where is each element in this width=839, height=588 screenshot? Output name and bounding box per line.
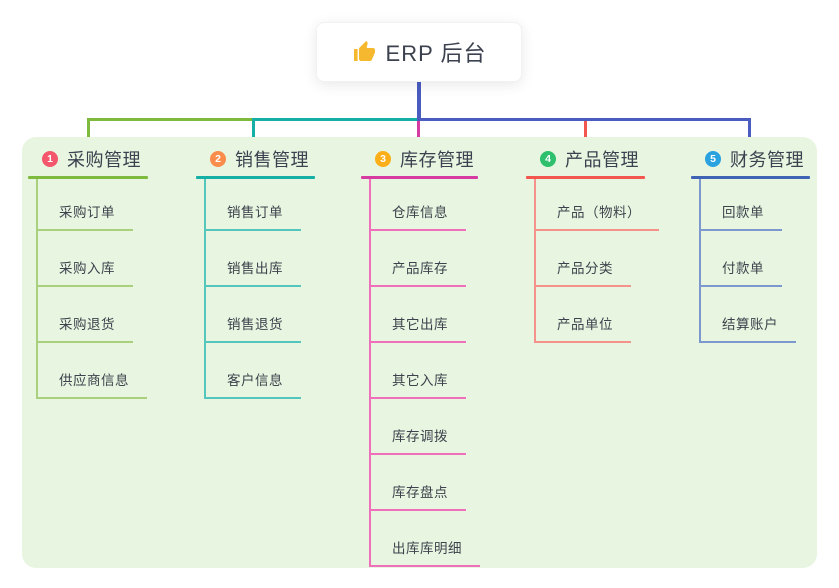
child-label: 销售订单: [227, 205, 283, 220]
branch-finance: 5 财务管理 回款单 付款单 结算账户: [691, 146, 810, 343]
child-label: 销售退货: [227, 317, 283, 332]
child-node[interactable]: 库存调拨: [371, 399, 466, 455]
child-label: 回款单: [722, 205, 764, 220]
branch-underline: [361, 176, 478, 179]
bus-segment-right: [417, 118, 751, 121]
child-node[interactable]: 其它出库: [371, 287, 466, 343]
branch-children: 回款单 付款单 结算账户: [699, 179, 796, 343]
branch-label: 销售管理: [235, 150, 309, 170]
child-label: 采购入库: [59, 261, 115, 276]
child-node[interactable]: 产品（物料）: [536, 179, 659, 231]
child-node[interactable]: 采购入库: [38, 231, 133, 287]
child-node[interactable]: 回款单: [701, 179, 782, 231]
branch-children: 采购订单 采购入库 采购退货 供应商信息: [36, 179, 147, 399]
branch-inventory: 3 库存管理 仓库信息 产品库存 其它出库 其它入库 库存调拨 库存盘点 出库库…: [361, 146, 480, 567]
root-node[interactable]: ERP 后台: [316, 22, 522, 82]
child-node[interactable]: 产品分类: [536, 231, 631, 287]
branch-label: 库存管理: [400, 150, 474, 170]
child-node[interactable]: 库存盘点: [371, 455, 466, 511]
branch-children: 仓库信息 产品库存 其它出库 其它入库 库存调拨 库存盘点 出库库明细: [369, 179, 480, 567]
child-label: 产品（物料）: [557, 205, 641, 220]
branch-product: 4 产品管理 产品（物料） 产品分类 产品单位: [526, 146, 659, 343]
drop-finance: [748, 118, 751, 145]
child-label: 产品库存: [392, 261, 448, 276]
child-label: 其它入库: [392, 373, 448, 388]
child-node[interactable]: 产品库存: [371, 231, 466, 287]
child-label: 采购订单: [59, 205, 115, 220]
drop-procurement: [87, 120, 90, 145]
child-node[interactable]: 销售订单: [206, 179, 301, 231]
child-label: 产品单位: [557, 317, 613, 332]
branch-number-badge: 5: [705, 151, 721, 167]
root-connector: [417, 81, 421, 119]
child-label: 库存调拨: [392, 429, 448, 444]
thumbs-up-icon: [352, 40, 376, 64]
child-node[interactable]: 客户信息: [206, 343, 301, 399]
branch-finance-header[interactable]: 5 财务管理: [691, 146, 810, 172]
drop-inventory: [417, 121, 420, 146]
bus-segment-sales: [252, 118, 419, 121]
child-node[interactable]: 供应商信息: [38, 343, 147, 399]
child-label: 库存盘点: [392, 485, 448, 500]
branch-underline: [28, 176, 148, 179]
drop-product: [584, 121, 587, 146]
child-label: 付款单: [722, 261, 764, 276]
branch-sales: 2 销售管理 销售订单 销售出库 销售退货 客户信息: [196, 146, 315, 399]
child-label: 客户信息: [227, 373, 283, 388]
branch-children: 销售订单 销售出库 销售退货 客户信息: [204, 179, 301, 399]
branches-panel: [22, 137, 817, 568]
child-node[interactable]: 采购退货: [38, 287, 133, 343]
branch-label: 产品管理: [565, 150, 639, 170]
root-title: ERP 后台: [385, 41, 487, 66]
branch-label: 采购管理: [67, 150, 141, 170]
child-node[interactable]: 采购订单: [38, 179, 133, 231]
child-label: 产品分类: [557, 261, 613, 276]
child-node[interactable]: 仓库信息: [371, 179, 466, 231]
child-label: 其它出库: [392, 317, 448, 332]
child-node[interactable]: 付款单: [701, 231, 782, 287]
child-label: 采购退货: [59, 317, 115, 332]
child-label: 销售出库: [227, 261, 283, 276]
child-node[interactable]: 销售退货: [206, 287, 301, 343]
branch-inventory-header[interactable]: 3 库存管理: [361, 146, 480, 172]
child-node[interactable]: 结算账户: [701, 287, 796, 343]
branch-number-badge: 1: [42, 151, 58, 167]
branch-number-badge: 3: [375, 151, 391, 167]
child-label: 仓库信息: [392, 205, 448, 220]
branch-label: 财务管理: [730, 150, 804, 170]
branch-number-badge: 4: [540, 151, 556, 167]
child-label: 供应商信息: [59, 373, 129, 388]
branch-children: 产品（物料） 产品分类 产品单位: [534, 179, 659, 343]
child-node[interactable]: 出库库明细: [371, 511, 480, 567]
branch-procurement: 1 采购管理 采购订单 采购入库 采购退货 供应商信息: [28, 146, 148, 399]
drop-sales: [252, 120, 255, 145]
branch-number-badge: 2: [210, 151, 226, 167]
branch-procurement-header[interactable]: 1 采购管理: [28, 146, 148, 172]
branch-product-header[interactable]: 4 产品管理: [526, 146, 659, 172]
branch-sales-header[interactable]: 2 销售管理: [196, 146, 315, 172]
child-node[interactable]: 产品单位: [536, 287, 631, 343]
child-label: 出库库明细: [392, 541, 462, 556]
child-label: 结算账户: [722, 317, 778, 332]
branch-underline: [196, 176, 315, 179]
branch-underline: [691, 176, 810, 179]
branch-underline: [526, 176, 645, 179]
child-node[interactable]: 其它入库: [371, 343, 466, 399]
bus-segment-procurement: [87, 118, 254, 121]
child-node[interactable]: 销售出库: [206, 231, 301, 287]
